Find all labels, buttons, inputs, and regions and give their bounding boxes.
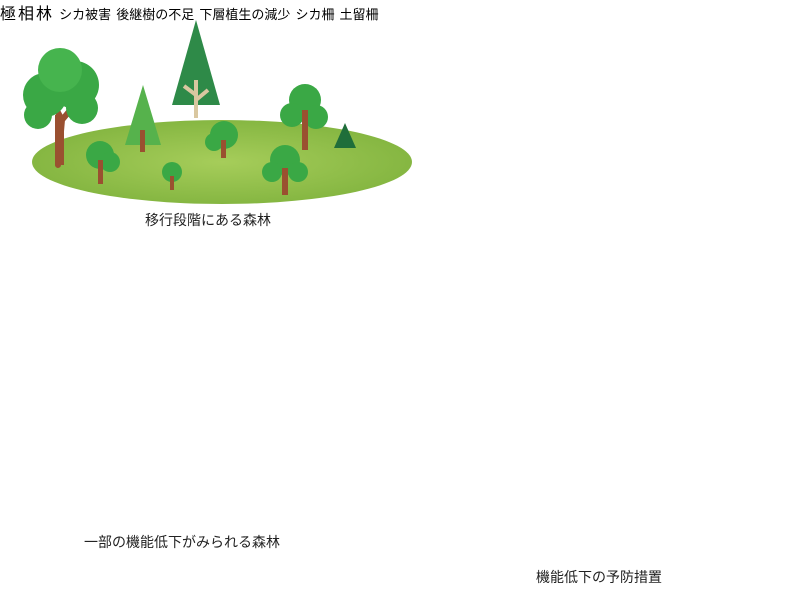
climax-ground: 極相林 [0, 4, 59, 23]
title-badge: 極相林 [0, 4, 59, 23]
prevention-scene: シカ柵 土留柵 [295, 4, 378, 23]
degraded-forest-scene: シカ被害 後継樹の不足 下層植生の減少 [59, 4, 295, 23]
deciduous-tree [262, 145, 308, 195]
callout-deer-fence-text: シカ柵 [295, 8, 335, 23]
prevention-ground: シカ柵 土留柵 [295, 4, 378, 23]
climax-forest-scene: 極相林 [0, 4, 59, 23]
callout-deer-fence: シカ柵 [295, 4, 339, 23]
caption-prevention-measures: 機能低下の予防措置 [536, 570, 662, 586]
caption-degraded-forest: 一部の機能低下がみられる森林 [84, 535, 280, 551]
callout-understory-loss-text: 下層植生の減少 [199, 8, 291, 23]
deciduous-tree [280, 84, 328, 150]
callout-deer-damage: シカ被害 [59, 4, 116, 23]
callout-soil-retaining-fence-text: 土留柵 [339, 8, 379, 23]
tall-conifer-tree [172, 20, 220, 118]
deciduous-tree [23, 48, 99, 168]
young-tree [205, 121, 238, 158]
callout-lack-of-successor-trees: 後継樹の不足 [116, 4, 199, 23]
transitional-forest-scene [23, 20, 412, 204]
caption-transitional-forest: 移行段階にある森林 [145, 213, 271, 229]
callout-lack-of-successor-trees-text: 後継樹の不足 [116, 8, 195, 23]
young-tree [86, 141, 120, 184]
climax-forest-label: 極相林 [0, 4, 55, 23]
callout-understory-loss: 下層植生の減少 [199, 4, 295, 23]
callout-soil-retaining-fence: 土留柵 [340, 4, 379, 23]
conifer-tree [125, 85, 161, 152]
conifer-tree [334, 123, 356, 148]
young-tree [162, 162, 182, 190]
callout-deer-damage-text: シカ被害 [59, 8, 112, 23]
degraded-ground: シカ被害 後継樹の不足 下層植生の減少 [59, 4, 295, 23]
